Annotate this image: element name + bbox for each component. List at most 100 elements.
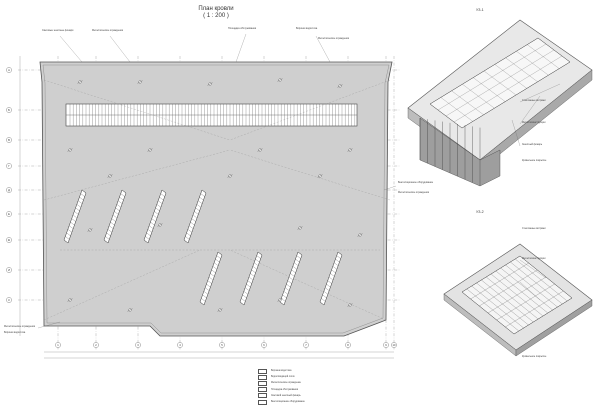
callout-drains-bottom: Воронки водостока	[4, 331, 26, 334]
callout-ventilation: Вентиляционное оборудование	[398, 181, 434, 184]
legend-swatch	[258, 374, 267, 380]
callout-railing-top-left: Металлические ограждения	[92, 29, 124, 32]
axis-bubble	[6, 107, 12, 113]
legend-swatch	[258, 380, 267, 386]
drain-icon	[277, 78, 283, 82]
drain-icon	[257, 148, 263, 152]
axis-bubble	[6, 211, 12, 217]
drain-icon	[207, 82, 213, 86]
drain-icon	[217, 308, 223, 312]
axis-bubble	[345, 342, 351, 348]
detail-2-axonometric	[443, 243, 593, 357]
callout-railing-right: Металлические ограждения	[398, 191, 430, 194]
axis-label: 10	[393, 343, 396, 347]
roof-outline	[39, 61, 393, 337]
drain-icon	[357, 233, 363, 237]
callout-d1-glazing: Стеклянные витражи	[522, 99, 546, 102]
callout-d1-steel: Металлоконструкции	[522, 121, 546, 124]
plan-title-block: План кровли ( 1 : 200 )	[186, 6, 246, 20]
drain-icon	[227, 174, 233, 178]
legend-swatch	[258, 368, 267, 374]
axis-bubble	[6, 67, 12, 73]
axis-label: В	[8, 138, 10, 142]
diagonal-skylight	[103, 189, 127, 244]
axis-label: Б	[8, 108, 10, 112]
axis-label: 7	[305, 343, 307, 347]
diagonal-skylight	[143, 189, 167, 244]
drain-icon	[277, 298, 283, 302]
legend: Воронка водостока Водоотводящий лоток Ме…	[258, 368, 305, 405]
legend-row: Металлическое ограждение	[258, 380, 305, 386]
axis-label: 4	[179, 343, 181, 347]
legend-swatch	[258, 393, 267, 399]
legend-row: Воронка водостока	[258, 368, 305, 374]
detail-1-axonometric	[407, 19, 593, 187]
drain-icon	[67, 148, 73, 152]
drain-icon	[137, 80, 143, 84]
drain-icon	[127, 308, 133, 312]
callout-d2-steel: Металлоконструкции	[522, 257, 546, 260]
axis-label: 6	[263, 343, 265, 347]
drain-icon	[297, 226, 303, 230]
axis-bubble	[6, 297, 12, 303]
diagonal-skylight	[199, 251, 223, 306]
axis-bubble	[55, 342, 61, 348]
axis-label: 1	[57, 343, 59, 347]
drain-icon	[157, 223, 163, 227]
axis-label: 2	[95, 343, 97, 347]
drain-icon	[107, 174, 113, 178]
detail-2-label: УЗ-2	[476, 210, 484, 214]
callout-service-platform: Площадка обслуживания	[228, 27, 257, 30]
callout-drains-top: Воронки водостока	[296, 27, 318, 30]
drain-icon	[347, 303, 353, 307]
drain-icon	[147, 148, 153, 152]
diagonal-skylight	[319, 251, 343, 306]
plan-title: План кровли	[198, 6, 234, 12]
diagonal-skylight	[63, 189, 87, 244]
axis-bubble	[6, 137, 12, 143]
roof-parapet	[42, 64, 390, 334]
drain-icon	[317, 174, 323, 178]
axis-bubble	[6, 163, 12, 169]
axis-bubble	[6, 267, 12, 273]
drain-icon	[337, 84, 343, 88]
drain-icon	[77, 80, 83, 84]
axis-label: Д	[8, 188, 10, 192]
axis-label: 9	[385, 343, 387, 347]
axis-bubble	[6, 187, 12, 193]
axis-label: Ж	[8, 238, 11, 242]
axis-label: И	[8, 268, 10, 272]
callout-skylights: Световые зенитные фонари	[42, 29, 74, 32]
plan-scale: ( 1 : 200 )	[203, 13, 229, 19]
drain-icon	[87, 228, 93, 232]
axis-bubble	[177, 342, 183, 348]
legend-swatch	[258, 387, 267, 393]
axis-bubble	[93, 342, 99, 348]
drain-icon	[347, 148, 353, 152]
diagonal-skylight	[183, 189, 207, 244]
diagonal-skylight	[279, 251, 303, 306]
axis-label: Е	[8, 212, 10, 216]
axis-label: А	[8, 68, 10, 72]
axis-label: 8	[347, 343, 349, 347]
legend-row: Световой зенитный фонарь	[258, 393, 305, 399]
axis-label: 3	[137, 343, 139, 347]
callout-railing-top-right: Металлические ограждения	[318, 37, 350, 40]
legend-swatch	[258, 399, 267, 405]
legend-row: Площадка обслуживания	[258, 387, 305, 393]
callout-d2-roofing: Кровельное покрытие	[522, 355, 547, 358]
callout-d1-roofing: Кровельное покрытие	[522, 159, 547, 162]
drain-icon	[67, 298, 73, 302]
axis-label: 5	[221, 343, 223, 347]
axis-bubble	[383, 342, 389, 348]
diagonal-skylight	[239, 251, 263, 306]
axis-label: К	[8, 298, 10, 302]
callout-d2-glazing: Стеклянные витражи	[522, 227, 546, 230]
axis-bubble	[219, 342, 225, 348]
axis-label: Г	[8, 164, 10, 168]
axis-bubble	[261, 342, 267, 348]
callout-d1-skylight: Зенитный фонарь	[522, 143, 543, 146]
axis-bubble	[6, 237, 12, 243]
legend-row: Вентиляционное оборудование	[258, 399, 305, 405]
